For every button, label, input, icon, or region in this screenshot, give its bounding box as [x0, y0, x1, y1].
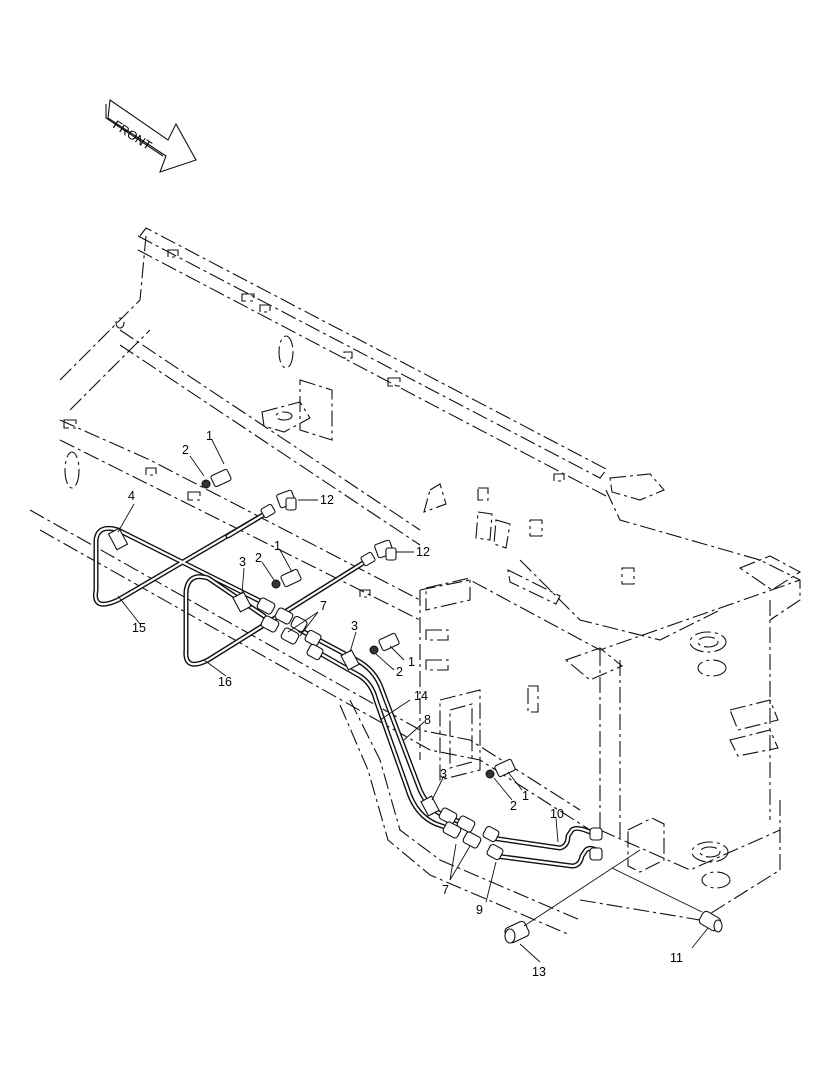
- clamp-3-lower: [420, 795, 440, 817]
- coupling-cluster-upper: [256, 597, 324, 661]
- bolt-washer-set: [485, 758, 516, 779]
- callout-label: 7: [442, 883, 449, 897]
- callout-label: 12: [320, 493, 334, 507]
- callout-label: 11: [670, 951, 683, 965]
- callout-label: 12: [416, 545, 430, 559]
- callout-label: 1: [206, 429, 213, 443]
- front-label: FRONT: [110, 118, 154, 153]
- machine-frame-outline: [29, 227, 802, 936]
- elbow-fitting-12-upper: [276, 489, 297, 511]
- bolt-washer-set: [201, 468, 232, 489]
- callout-label: 2: [255, 551, 262, 565]
- callout-label: 4: [128, 489, 135, 503]
- callout-label: 10: [550, 807, 564, 821]
- bolt-washer-set: [271, 568, 302, 589]
- pipe-nut: [260, 503, 276, 519]
- callout-label: 3: [440, 767, 447, 781]
- callout-label: 2: [510, 799, 517, 813]
- callout-label: 16: [218, 675, 232, 689]
- elbow-fitting-12-lower: [374, 539, 397, 561]
- callout-label: 1: [274, 539, 281, 553]
- callout-label: 13: [532, 965, 546, 979]
- callout-label: 8: [424, 713, 431, 727]
- fittings: [107, 468, 723, 944]
- connector-13: [504, 849, 641, 944]
- front-direction-arrow: FRONT: [105, 99, 197, 173]
- valve-block: [627, 817, 665, 873]
- connector-11: [611, 867, 723, 933]
- clamp-3-upper: [232, 591, 252, 613]
- leader-lines: [117, 439, 709, 963]
- coupling-cluster-lower: [438, 807, 603, 861]
- callout-label: 9: [476, 903, 483, 917]
- pipe-nut: [360, 551, 376, 567]
- callout-label: 15: [132, 621, 146, 635]
- callout-label: 1: [522, 789, 529, 803]
- callout-label: 2: [182, 443, 189, 457]
- clamp-4: [107, 527, 129, 551]
- bolt-washer-set: [369, 632, 400, 655]
- callout-label: 7: [320, 599, 327, 613]
- clamp-3-middle: [340, 649, 360, 671]
- callout-numbers: 1 2 4 12 12 3 2 1 7 3 1 2 15 16 14 8 3 1…: [128, 429, 683, 979]
- callout-label: 3: [351, 619, 358, 633]
- callout-label: 1: [408, 655, 415, 669]
- callout-label: 3: [239, 555, 246, 569]
- callout-label: 14: [414, 689, 428, 703]
- callout-label: 2: [396, 665, 403, 679]
